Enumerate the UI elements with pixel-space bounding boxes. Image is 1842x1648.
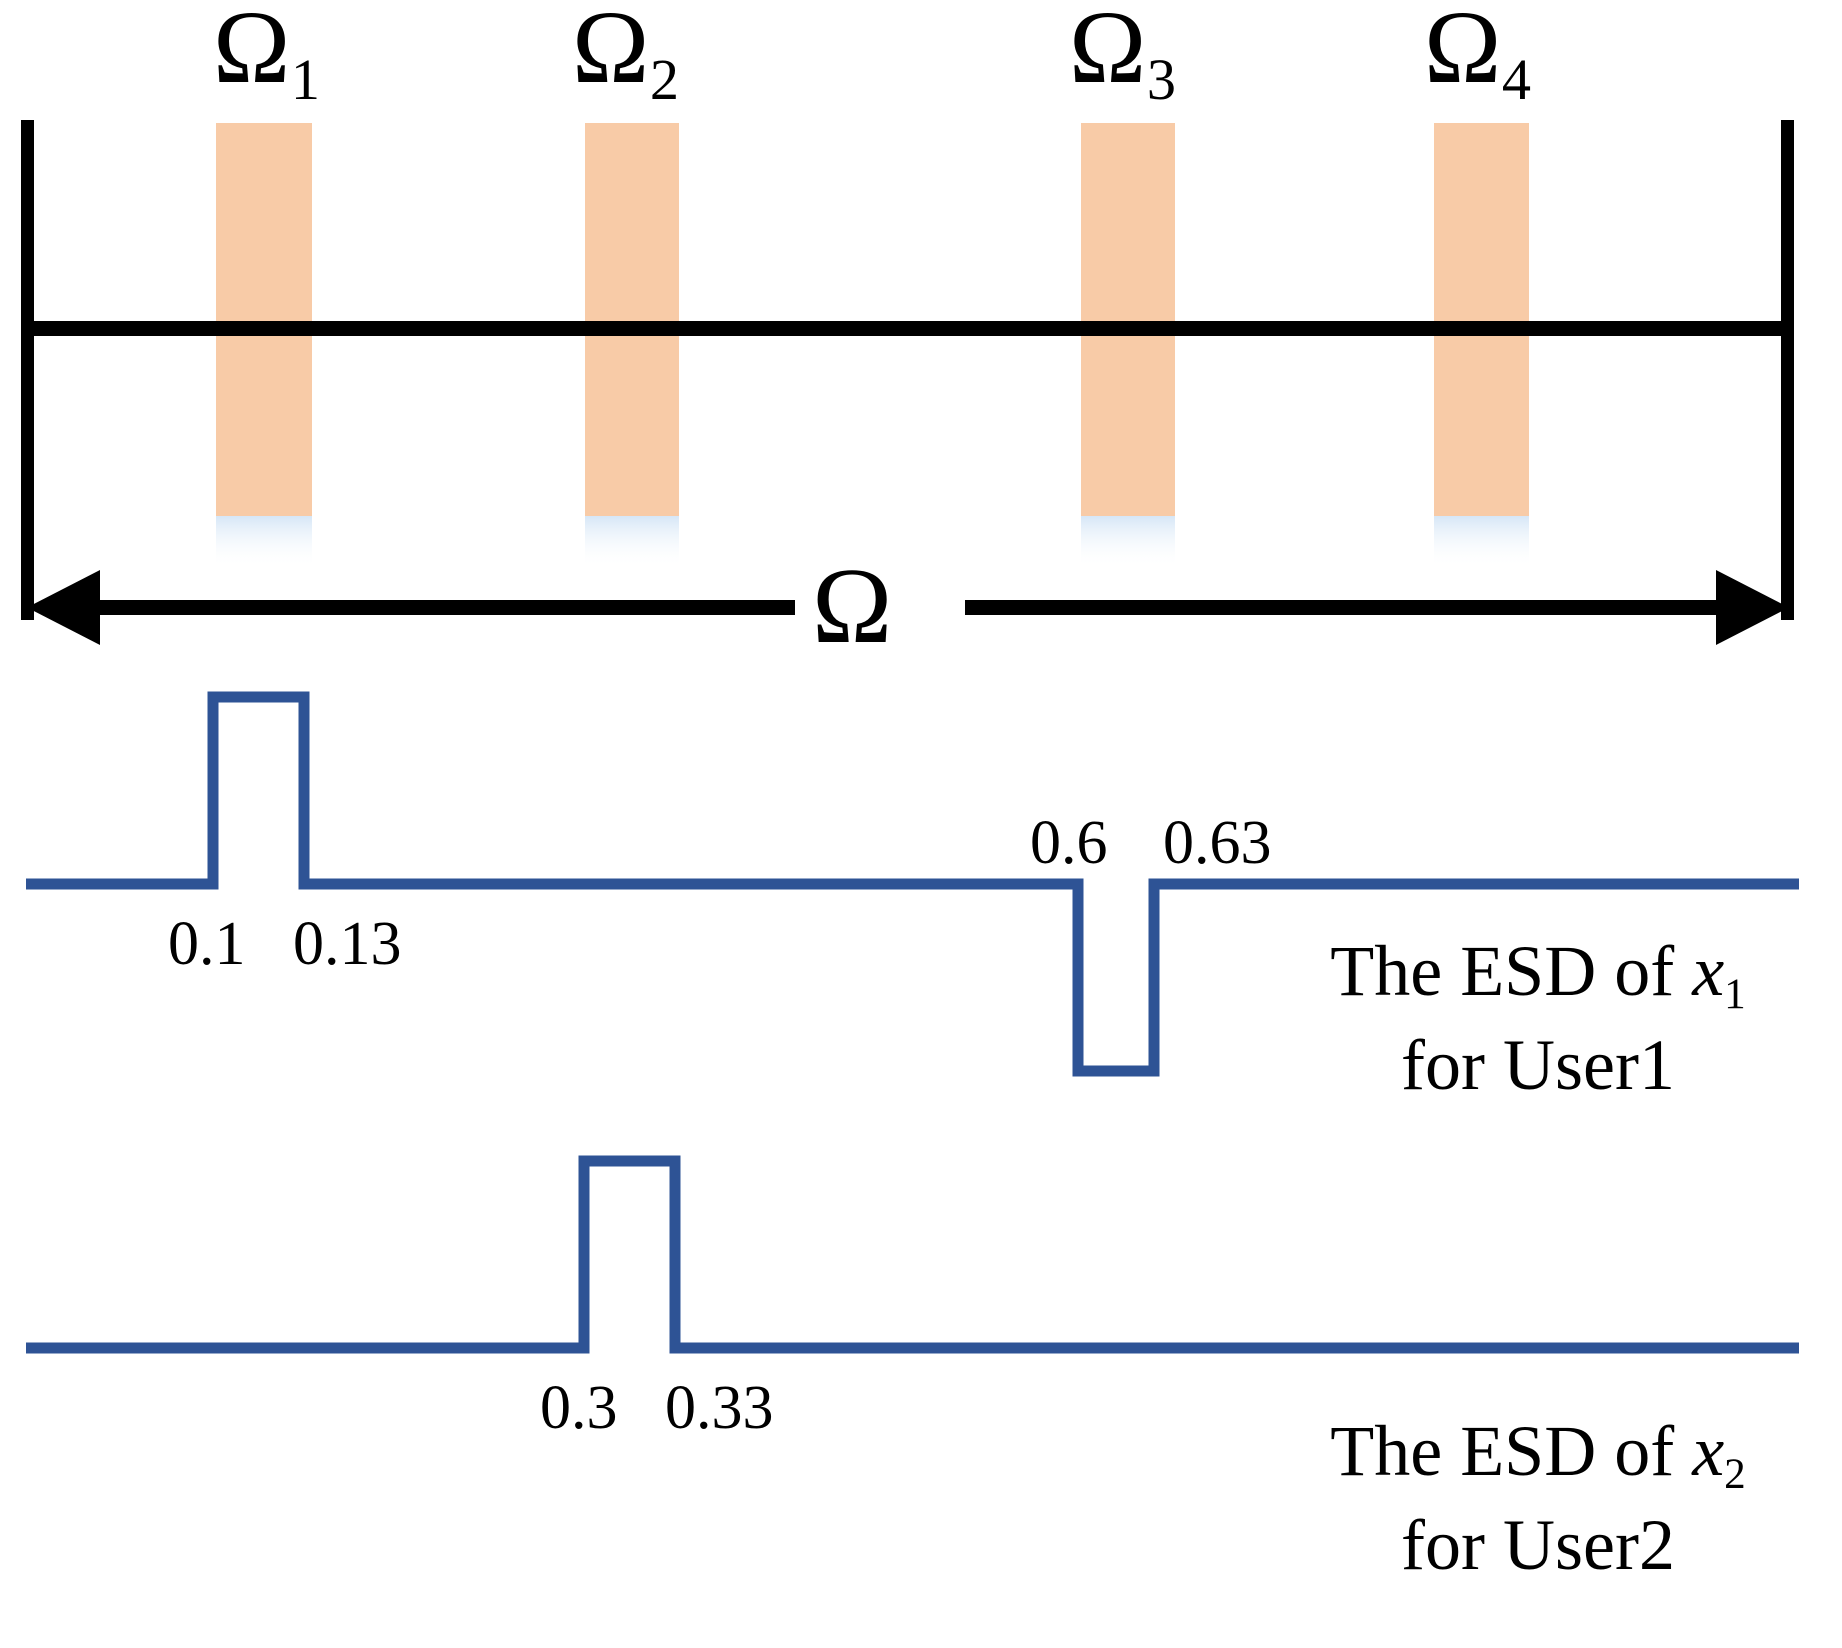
- band-label-omega-1: Ω1: [213, 0, 320, 109]
- band-shadow-4: [1434, 516, 1529, 568]
- esd-user1-caption-prefix: The ESD of: [1330, 931, 1693, 1011]
- frequency-axis-line: [27, 321, 1787, 336]
- band-1: [216, 123, 312, 516]
- esd-user2-caption-subscript: 2: [1724, 1450, 1746, 1498]
- band-label-omega-2: Ω2: [572, 0, 679, 109]
- esd-user1-caption-variable: x: [1692, 931, 1725, 1011]
- esd-user2-tick-0p33: 0.33: [665, 1374, 774, 1442]
- esd-user1-tick-0p6: 0.6: [1030, 809, 1108, 877]
- band-shadow-3: [1081, 516, 1175, 568]
- esd-user2-trace: [26, 1155, 1799, 1354]
- total-bandwidth-label: Ω: [812, 547, 893, 666]
- esd-user2-caption: The ESD of x2 for User2: [1258, 1405, 1818, 1592]
- esd-user2-tick-0p3: 0.3: [540, 1374, 618, 1442]
- omega-glyph-1: Ω: [213, 0, 291, 105]
- esd-user1-tick-0p13: 0.13: [293, 910, 402, 978]
- omega-glyph-3: Ω: [1069, 0, 1147, 105]
- esd-user2-caption-variable: x: [1692, 1411, 1725, 1491]
- band-4: [1434, 123, 1529, 516]
- band-2: [585, 123, 679, 516]
- omega-subscript-2: 2: [649, 47, 679, 113]
- band-label-omega-4: Ω4: [1424, 0, 1531, 109]
- esd-user1-caption-line2: for User1: [1401, 1024, 1675, 1105]
- spectrum-right-boundary: [1781, 120, 1794, 620]
- omega-glyph-4: Ω: [1424, 0, 1502, 105]
- esd-user2-caption-line2: for User2: [1401, 1504, 1675, 1585]
- omega-subscript-1: 1: [290, 47, 320, 113]
- band-label-omega-3: Ω3: [1069, 0, 1176, 109]
- omega-glyph-2: Ω: [572, 0, 650, 105]
- omega-subscript-3: 3: [1146, 47, 1176, 113]
- band-3: [1081, 123, 1175, 516]
- omega-span-arrow: [27, 570, 1789, 645]
- spectrum-left-boundary: [21, 120, 34, 620]
- omega-subscript-4: 4: [1501, 47, 1531, 113]
- esd-user1-tick-0p1: 0.1: [168, 910, 246, 978]
- band-shadow-2: [585, 516, 679, 568]
- esd-user1-caption-subscript: 1: [1724, 970, 1746, 1018]
- esd-user1-caption: The ESD of x1 for User1: [1258, 925, 1818, 1112]
- esd-user1-tick-0p63: 0.63: [1163, 809, 1272, 877]
- band-shadow-1: [216, 516, 312, 568]
- esd-user1-trace: [26, 691, 1799, 1077]
- esd-user2-caption-prefix: The ESD of: [1330, 1411, 1693, 1491]
